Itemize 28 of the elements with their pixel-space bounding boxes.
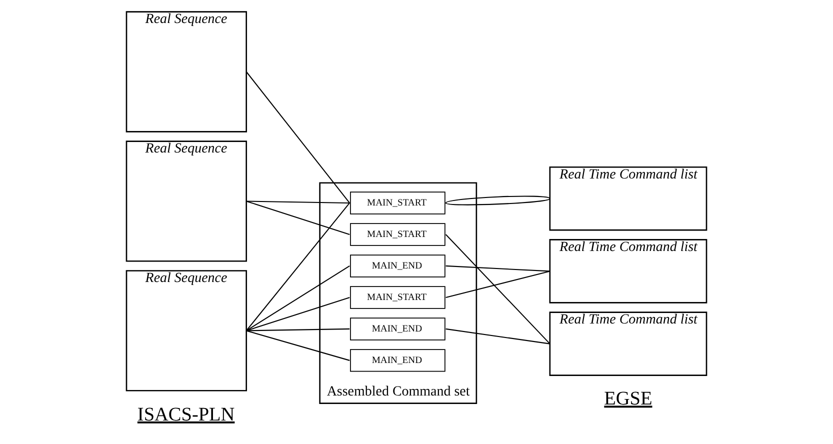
connector xyxy=(246,200,350,235)
connector xyxy=(446,265,550,272)
node-box: MAIN_START xyxy=(350,192,446,214)
connector xyxy=(246,330,350,361)
connector xyxy=(446,328,550,344)
connector xyxy=(246,200,350,204)
connector xyxy=(446,196,550,204)
connector xyxy=(246,71,350,204)
connector xyxy=(246,202,350,332)
connector xyxy=(446,198,550,206)
connector xyxy=(246,296,350,332)
connector xyxy=(445,234,550,344)
node-box: Real Sequence xyxy=(126,11,247,132)
node-box: MAIN_END xyxy=(350,318,446,340)
node-box: MAIN_END xyxy=(350,349,446,372)
node-box: MAIN_START xyxy=(350,223,446,246)
node-box: Real Time Command list xyxy=(549,239,708,304)
connector xyxy=(246,328,350,332)
connector xyxy=(446,270,550,298)
node-box: Real Sequence xyxy=(126,270,247,392)
connector xyxy=(246,266,350,332)
node-box: Real Time Command list xyxy=(549,312,708,376)
label: ISACS-PLN xyxy=(137,404,235,426)
label: EGSE xyxy=(604,388,652,410)
node-box: MAIN_END xyxy=(350,254,446,278)
node-box: Real Sequence xyxy=(126,140,247,262)
node-box: MAIN_START xyxy=(350,286,446,309)
node-box: Real Time Command list xyxy=(549,166,708,231)
